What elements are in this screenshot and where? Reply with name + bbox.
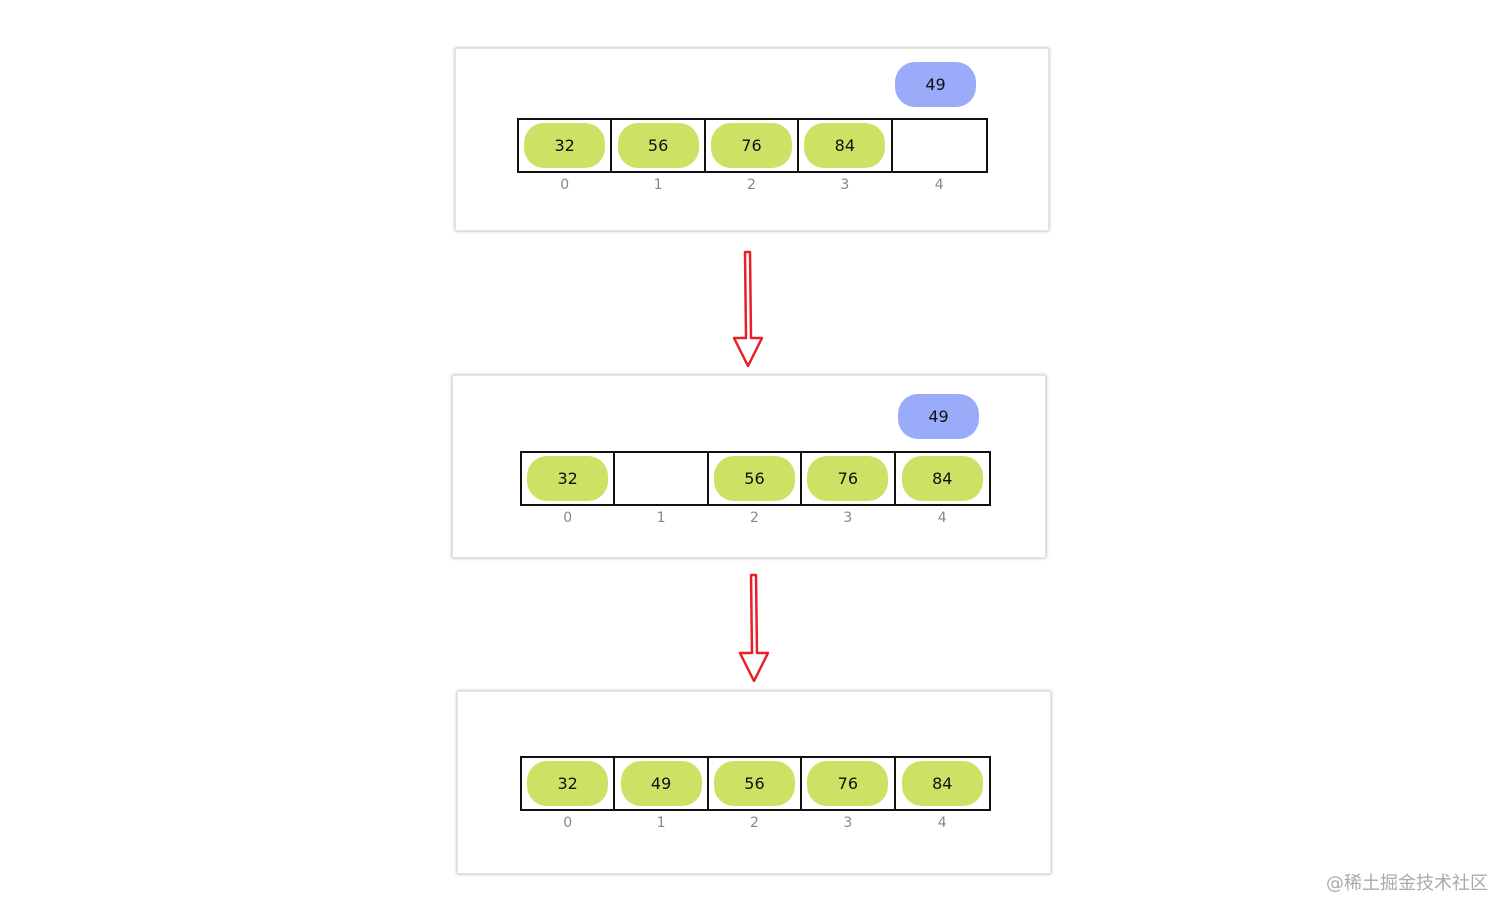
cell-index: 2 [747, 177, 756, 193]
array-cell: 32 0 [519, 120, 613, 193]
array-element: 56 [617, 123, 699, 168]
array-element: 56 [713, 456, 795, 501]
array-cell: 76 3 [802, 758, 896, 831]
array-element: 76 [807, 761, 889, 806]
array-cell: 32 0 [522, 453, 616, 526]
cell-index: 0 [560, 177, 570, 193]
cell-index: 4 [937, 510, 947, 526]
down-arrow-icon [738, 573, 770, 683]
array-cell: 49 1 [615, 758, 709, 831]
cell-index: 4 [934, 177, 944, 193]
array-row: 32 0 56 1 76 2 84 3 4 [517, 118, 988, 193]
array-cell: 76 2 [706, 120, 800, 193]
cell-index: 3 [840, 177, 850, 193]
array-element: 76 [710, 123, 792, 168]
pending-element: 49 [895, 62, 976, 107]
cell-index: 0 [563, 815, 573, 831]
array-cell: 76 3 [802, 453, 896, 526]
array-panel-step-2: 49 32 0 1 56 2 76 3 84 4 [452, 375, 1046, 558]
array-element: 32 [527, 456, 609, 501]
array-cell: 56 2 [709, 453, 803, 526]
cell-index: 4 [937, 815, 947, 831]
array-row: 32 0 1 56 2 76 3 84 4 [520, 451, 991, 526]
array-cell-empty: 1 [615, 453, 709, 526]
array-element: 84 [901, 456, 983, 501]
cell-index: 3 [843, 815, 853, 831]
cell-index: 3 [843, 510, 853, 526]
array-cell: 84 3 [799, 120, 893, 193]
array-panel-step-1: 49 32 0 56 1 76 2 84 3 4 [455, 48, 1049, 231]
down-arrow-icon [732, 250, 764, 368]
array-cell: 56 2 [709, 758, 803, 831]
array-cell: 84 4 [896, 758, 989, 831]
array-element: 49 [620, 761, 702, 806]
array-element: 32 [524, 123, 606, 168]
cell-index: 2 [750, 815, 759, 831]
array-element: 84 [901, 761, 983, 806]
cell-index: 1 [653, 177, 663, 193]
array-cell: 32 0 [522, 758, 616, 831]
array-cell-empty: 4 [893, 120, 986, 193]
array-cell: 84 4 [896, 453, 989, 526]
pending-element: 49 [898, 394, 979, 439]
cell-index: 2 [750, 510, 759, 526]
array-element: 76 [807, 456, 889, 501]
watermark: @稀土掘金技术社区 [1326, 873, 1488, 894]
array-row: 32 0 49 1 56 2 76 3 84 4 [520, 756, 991, 831]
cell-index: 1 [656, 815, 666, 831]
cell-index: 0 [563, 510, 573, 526]
array-cell: 56 1 [612, 120, 706, 193]
array-element: 84 [804, 123, 886, 168]
array-element: 32 [527, 761, 609, 806]
array-element: 56 [713, 761, 795, 806]
array-panel-step-3: 32 0 49 1 56 2 76 3 84 4 [457, 691, 1051, 874]
cell-index: 1 [656, 510, 666, 526]
